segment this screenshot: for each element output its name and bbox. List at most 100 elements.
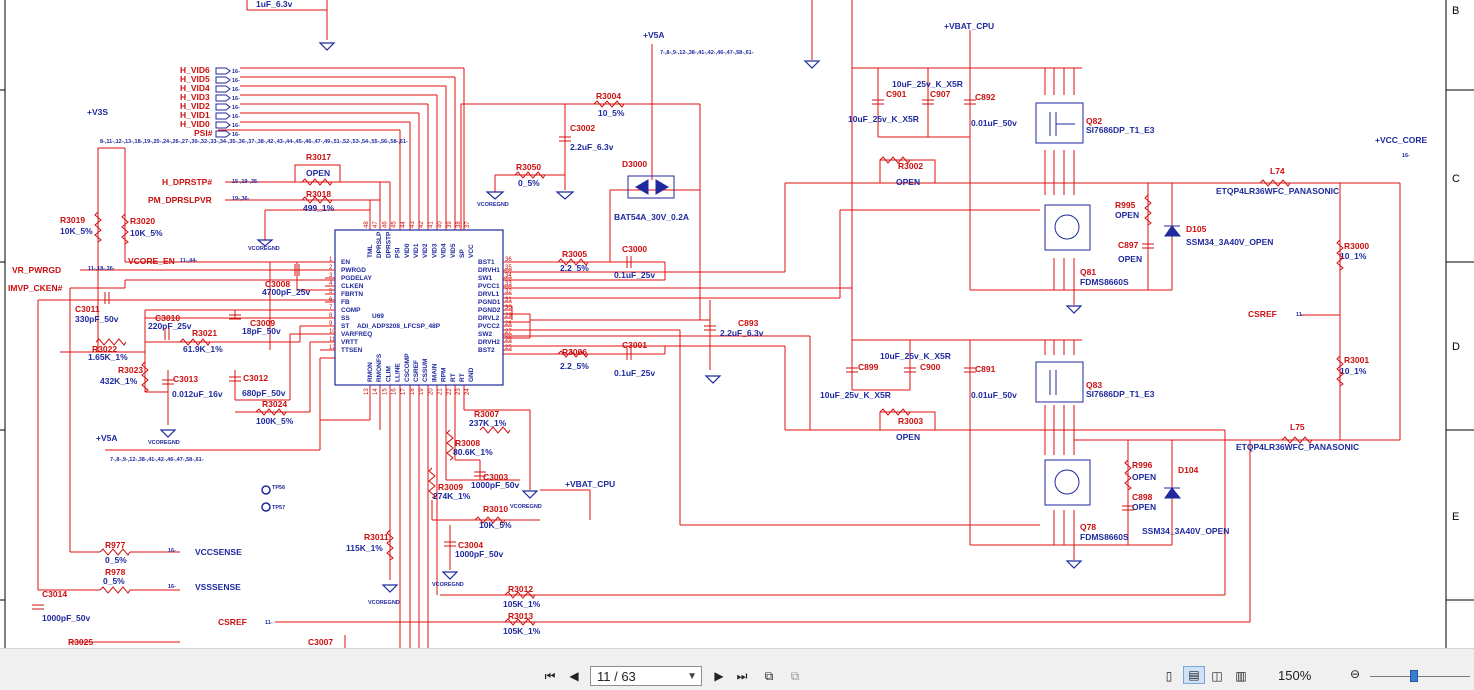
two-page-continuous-icon[interactable]: ▥ bbox=[1235, 669, 1247, 683]
ic-pin-name: RT bbox=[450, 373, 457, 382]
component-ref: C3003 bbox=[483, 472, 508, 482]
next-view-icon[interactable]: ⧉ bbox=[790, 669, 800, 683]
component-ref: C3010 bbox=[155, 313, 180, 323]
component-value: OPEN bbox=[896, 432, 920, 442]
diode-d3000[interactable] bbox=[627, 175, 675, 199]
continuous-view-icon[interactable]: ▤ bbox=[1183, 666, 1205, 684]
diode-d104[interactable] bbox=[1164, 487, 1182, 499]
first-page-button[interactable]: ⏮ bbox=[544, 669, 556, 683]
mosfet-q83[interactable] bbox=[1035, 361, 1084, 403]
ic-pin-num: 8 bbox=[329, 313, 333, 319]
component-value: 10uF_25v_K_X5R bbox=[848, 114, 919, 124]
component-ref: C892 bbox=[975, 92, 996, 102]
single-page-view-icon[interactable]: ▯ bbox=[1165, 669, 1173, 683]
last-page-button[interactable]: ⏭ bbox=[736, 669, 748, 683]
diode-d105[interactable] bbox=[1164, 225, 1182, 237]
component-ref: R3019 bbox=[60, 215, 85, 225]
component-ref: C899 bbox=[858, 362, 879, 372]
mosfet-q78[interactable] bbox=[1044, 459, 1091, 506]
zoom-slider-thumb[interactable] bbox=[1410, 670, 1418, 682]
zoom-out-icon[interactable]: ⊖ bbox=[1349, 667, 1361, 681]
chevron-down-icon[interactable]: ▼ bbox=[687, 671, 697, 682]
previous-view-icon[interactable]: ⧉ bbox=[764, 669, 774, 683]
mosfet-q82[interactable] bbox=[1035, 102, 1084, 144]
component-c892[interactable]: C892 0.01uF_50v bbox=[971, 92, 1017, 128]
next-page-button[interactable]: ▶ bbox=[714, 669, 724, 683]
zoom-level[interactable]: 150% bbox=[1278, 668, 1312, 683]
ic-pin-name: GND bbox=[468, 367, 475, 382]
zoom-slider-track[interactable] bbox=[1370, 676, 1470, 677]
component-value: 0.01uF_50v bbox=[971, 118, 1017, 128]
ic-pin-name: PVCC1 bbox=[478, 283, 500, 290]
ic-pin-name: DRVH1 bbox=[478, 267, 500, 274]
two-page-view-icon[interactable]: ◫ bbox=[1211, 669, 1223, 683]
ic-pin-num: 21 bbox=[438, 388, 444, 395]
mosfet-q81[interactable] bbox=[1044, 204, 1091, 251]
prev-page-button[interactable]: ◀ bbox=[569, 669, 579, 683]
vid-signal-label: H_VID1 bbox=[180, 110, 210, 120]
component-c3007[interactable]: C3007 bbox=[308, 637, 333, 647]
component-ref: R3023 bbox=[118, 365, 143, 375]
page-number-field[interactable]: 11 / 63▼ bbox=[590, 666, 702, 686]
component-r3025[interactable]: R3025 bbox=[68, 637, 93, 647]
